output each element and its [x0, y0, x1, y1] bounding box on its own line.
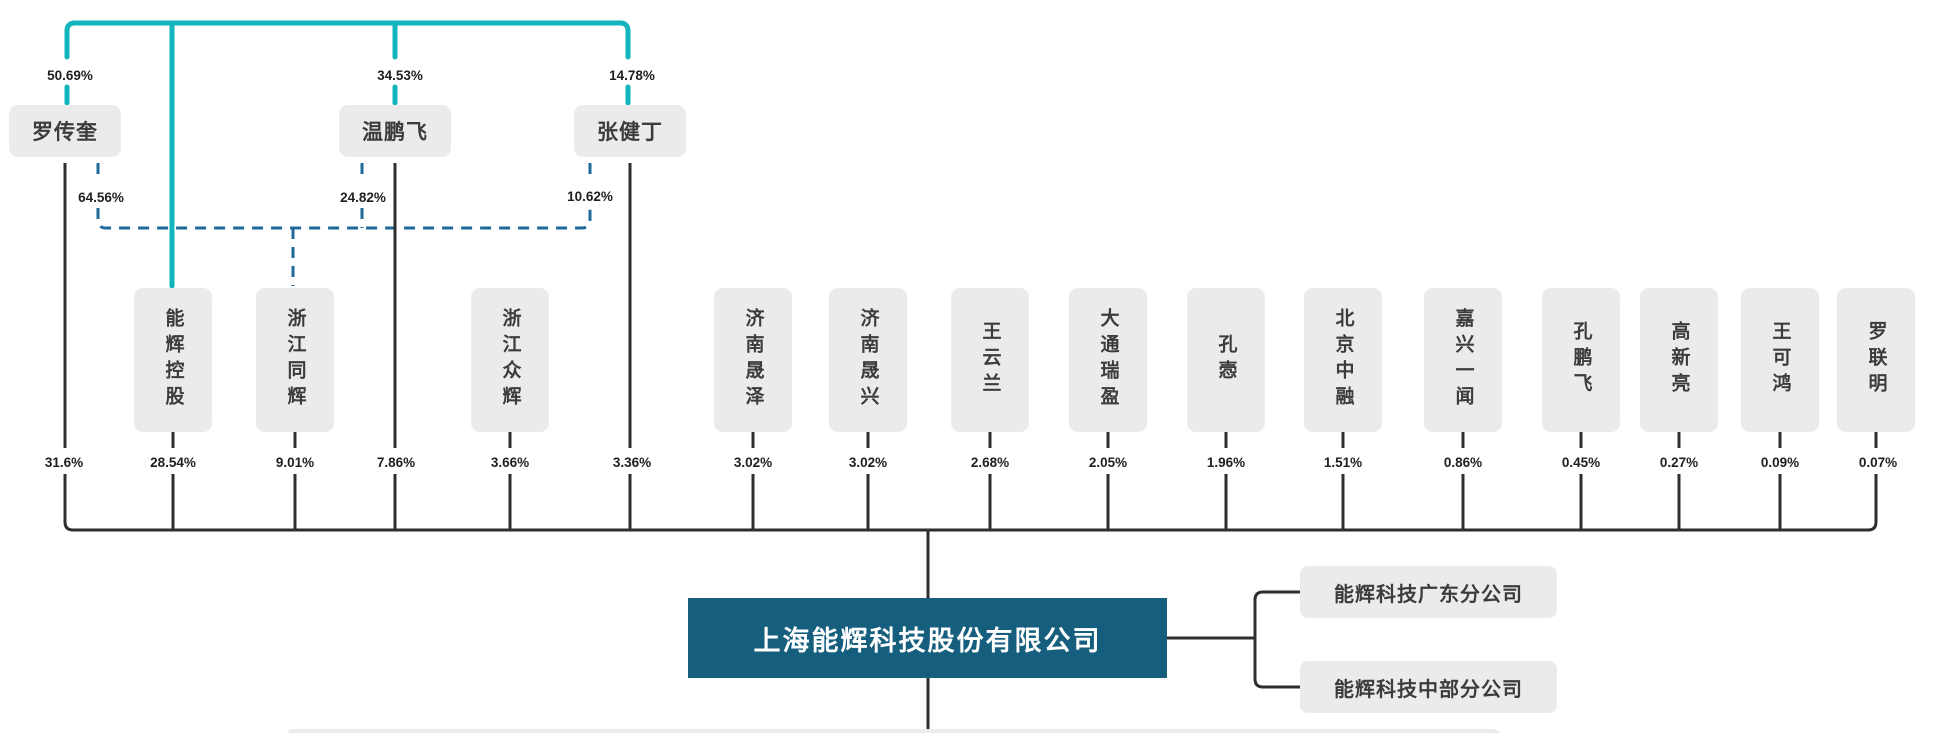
ownership-percentage: 3.02%	[733, 455, 773, 470]
shareholder-name: 能辉控股	[162, 308, 184, 412]
ownership-percentage: 0.45%	[1561, 455, 1601, 470]
branch-box: 能辉科技广东分公司	[1300, 566, 1557, 618]
shareholder-box: 浙江同辉	[256, 288, 334, 432]
shareholder-name: 大通瑞盈	[1097, 308, 1119, 412]
ownership-percentage: 1.96%	[1206, 455, 1246, 470]
ownership-percentage: 1.51%	[1323, 455, 1363, 470]
company-name: 上海能辉科技股份有限公司	[753, 625, 1102, 656]
ownership-percentage: 64.56%	[78, 190, 124, 205]
ownership-percentage: 50.69%	[47, 68, 93, 83]
ownership-percentage: 0.09%	[1760, 455, 1800, 470]
shareholder-name: 济南晟兴	[857, 308, 879, 412]
ownership-percentage: 0.07%	[1858, 455, 1898, 470]
ownership-percentage: 2.68%	[970, 455, 1010, 470]
shareholder-name: 王云兰	[979, 321, 1001, 399]
shareholder-box: 浙江众辉	[471, 288, 549, 432]
shareholder-box: 孔悫	[1187, 288, 1265, 432]
ownership-percentage: 2.05%	[1088, 455, 1128, 470]
ownership-percentage: 7.86%	[376, 455, 416, 470]
ownership-percentage: 10.62%	[567, 189, 613, 204]
shareholder-name: 高新亮	[1668, 321, 1690, 399]
ownership-percentage: 0.86%	[1443, 455, 1483, 470]
shareholder-name: 罗联明	[1865, 321, 1887, 399]
shareholder-box: 高新亮	[1640, 288, 1718, 432]
shareholder-box: 济南晟泽	[714, 288, 792, 432]
shareholder-name: 浙江众辉	[499, 308, 521, 412]
ownership-percentage: 9.01%	[275, 455, 315, 470]
shareholder-name: 张健丁	[597, 121, 663, 144]
ownership-percentage: 14.78%	[609, 68, 655, 83]
shareholder-name: 济南晟泽	[742, 308, 764, 412]
shareholder-name: 罗传奎	[32, 121, 98, 144]
top-shareholder-box: 温鹏飞	[339, 105, 451, 157]
ownership-percentage: 3.66%	[490, 455, 530, 470]
branch-box: 能辉科技中部分公司	[1300, 661, 1557, 713]
shareholder-box: 王云兰	[951, 288, 1029, 432]
shareholder-name: 温鹏飞	[362, 121, 428, 144]
dashed-connectors	[96, 163, 592, 286]
shareholder-box: 大通瑞盈	[1069, 288, 1147, 432]
ownership-percentage: 24.82%	[340, 190, 386, 205]
shareholder-box: 孔鹏飞	[1542, 288, 1620, 432]
ownership-percentage: 34.53%	[377, 68, 423, 83]
ownership-percentage: 0.27%	[1659, 455, 1699, 470]
shareholder-name: 王可鸿	[1769, 321, 1791, 399]
shareholder-box: 北京中融	[1304, 288, 1382, 432]
shareholder-name: 孔鹏飞	[1570, 321, 1592, 399]
ownership-percentage: 3.02%	[848, 455, 888, 470]
ownership-percentage: 28.54%	[150, 455, 196, 470]
shareholder-name: 浙江同辉	[284, 308, 306, 412]
shareholder-box: 罗联明	[1837, 288, 1915, 432]
branch-name: 能辉科技中部分公司	[1334, 678, 1523, 701]
shareholder-name: 北京中融	[1332, 308, 1354, 412]
shareholder-box: 济南晟兴	[829, 288, 907, 432]
shareholder-box: 嘉兴一闻	[1424, 288, 1502, 432]
top-shareholder-box: 罗传奎	[9, 105, 121, 157]
subsidiary-box-cropped	[287, 729, 1500, 733]
shareholder-box: 能辉控股	[134, 288, 212, 432]
ownership-percentage: 31.6%	[44, 455, 84, 470]
branch-name: 能辉科技广东分公司	[1334, 583, 1523, 606]
ownership-percentage: 3.36%	[612, 455, 652, 470]
shareholder-box: 王可鸿	[1741, 288, 1819, 432]
shareholder-name: 孔悫	[1215, 334, 1237, 386]
shareholder-name: 嘉兴一闻	[1452, 308, 1474, 412]
company-box: 上海能辉科技股份有限公司	[688, 598, 1167, 678]
top-shareholder-box: 张健丁	[574, 105, 686, 157]
